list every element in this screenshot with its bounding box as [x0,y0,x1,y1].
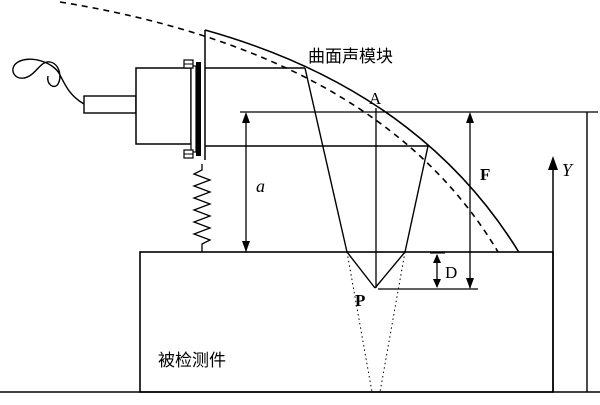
piezo-plate [196,62,201,156]
label-A: A [369,89,382,108]
label-F: F [480,165,490,184]
beam-left-edge [304,67,348,253]
cable-connector [83,95,137,114]
beam-right-edge [404,145,429,253]
arrow-icon [242,112,250,123]
label-P: P [355,291,365,310]
arrow-icon [466,112,474,123]
workpiece-block [139,251,554,393]
arrow-icon [466,278,474,289]
dotted-beam-left [346,251,373,393]
y-axis-arrow-icon [548,156,558,170]
label-D: D [445,263,457,282]
arrow-icon [433,279,441,288]
screw-icon [183,149,194,159]
screw-icon [183,59,194,69]
label-a: a [256,176,265,196]
probe-body [135,67,192,145]
beam-left-to-p [346,251,376,289]
label-Y: Y [562,160,574,180]
label-block: 曲面声模块 [308,47,393,67]
arrow-icon [433,254,441,263]
cable-coil-icon [12,58,85,105]
beam-right-to-p [374,251,406,289]
spring [192,164,212,252]
arrow-icon [242,241,250,252]
dashed-arc [59,1,553,391]
curved-surface [204,29,521,255]
label-workpiece: 被检测件 [158,351,226,371]
probe-flange [190,65,197,153]
dotted-beam-right [379,251,406,393]
